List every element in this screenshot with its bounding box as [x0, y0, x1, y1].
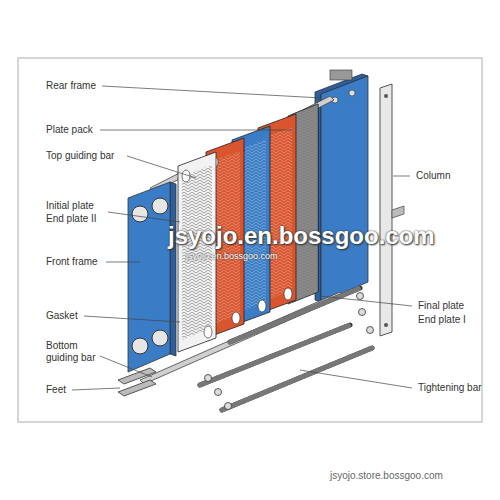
watermark: jsyojo.store.bossgoo.com — [330, 470, 443, 482]
part-name: Final plate — [418, 300, 464, 312]
part-name: Rear frame — [46, 80, 96, 92]
part-name: Gasket — [46, 310, 78, 322]
part-name: Bottom guiding bar — [46, 340, 100, 364]
tightening-bar — [200, 288, 372, 410]
part-name: Front frame — [46, 256, 98, 268]
part-name: Plate pack — [46, 124, 93, 136]
part-name: Feet — [46, 384, 66, 396]
front-frame — [128, 182, 176, 372]
nut — [205, 293, 374, 410]
picture-frame — [18, 58, 482, 422]
part-name: Top guiding bar — [46, 150, 114, 162]
part-name: End plate II — [46, 213, 97, 225]
feet — [118, 368, 156, 396]
part-name: Initial plate — [46, 200, 94, 212]
part-name: Column — [416, 170, 450, 182]
column — [380, 84, 404, 336]
part-name: End plate I — [418, 314, 466, 326]
watermark: jsyojo.en.bossgoo.com — [168, 222, 435, 250]
part-name: Tightening bar — [418, 382, 482, 394]
watermark: jsyojo.en.bossgoo.com — [186, 250, 278, 262]
